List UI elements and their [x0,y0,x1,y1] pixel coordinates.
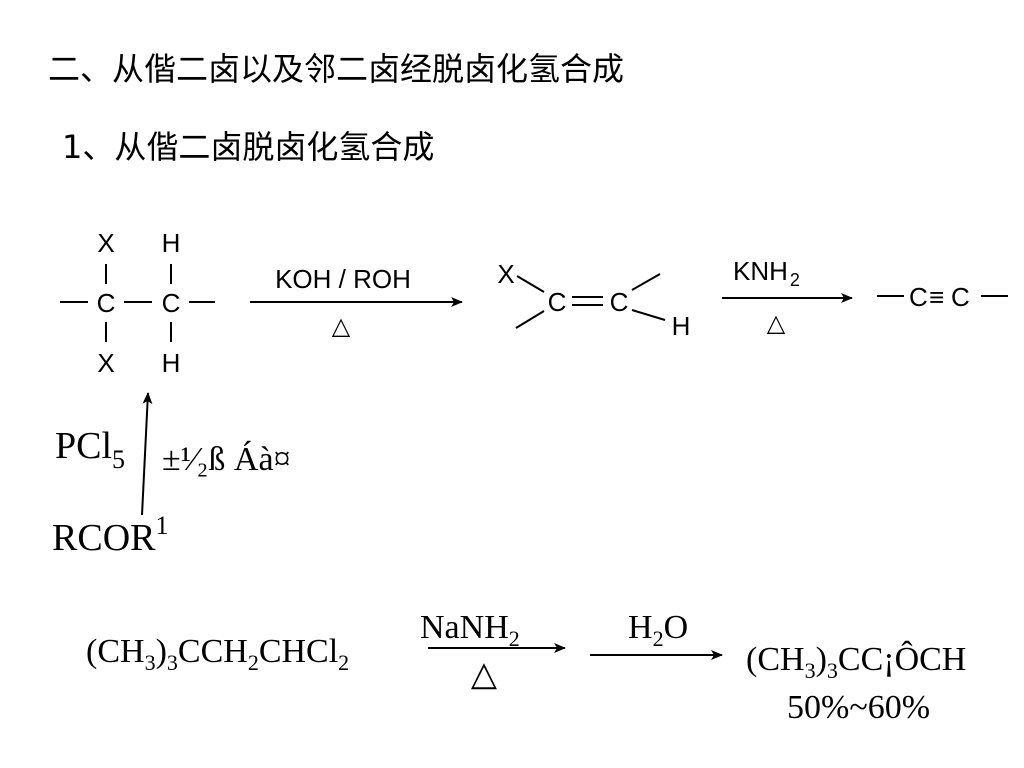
bond-x-c [516,275,545,293]
alkyne-triple-bond: ≡ [929,282,944,312]
scheme2-yield: 50%~60% [787,689,930,726]
garbled-note: ±¹⁄₂ß Áà¤ [162,441,291,478]
dihalide-bottom-h: H [162,348,181,378]
reactant-sub-4: 2 [338,650,349,675]
section-heading: 二、从偕二卤以及邻二卤经脱卤化氢合成 [48,50,625,88]
step2-reagent-subscript: 2 [790,270,800,290]
step2-reagent-main: KNH [733,256,788,286]
vinyl-halide-structure: X C C H [497,259,690,341]
vinyl-carbon-1: C [548,287,567,317]
vinyl-carbon-2: C [610,287,629,317]
dihalide-carbon-1: C [97,288,116,318]
step1-heat-symbol: △ [332,313,351,340]
dihalide-carbon-2: C [162,288,181,318]
reactant-part-4: CHCl [259,633,338,670]
dihalide-top-h: H [162,228,181,258]
scheme2-product: (CH3)3CC¡ÔCH [746,640,966,683]
vinyl-h: H [672,311,691,341]
ketone-main: RCOR [52,517,156,559]
step1-arrow-group: KOH / ROH △ [250,264,463,340]
scheme2-step1-heat-symbol: △ [471,655,498,693]
dihalide-bottom-x: X [97,348,114,378]
product-part-1: (CH [746,641,805,678]
step2-heat-symbol: △ [767,310,786,337]
pcl5-reagent: PCl5 [55,425,125,474]
pcl5-subscript: 5 [112,445,125,474]
nanh2-main: NaNH [420,609,509,646]
reactant-part-3: CCH [178,633,248,670]
water-subscript: 2 [653,626,664,651]
scheme2-group: (CH3)3CCH2CHCl2 NaNH2 △ H2O (CH3)3CC¡ÔCH… [86,609,966,726]
scheme2-step2-reagent: H2O [628,609,688,651]
reactant-part-1: (CH [86,633,145,670]
alkyne-carbon-2: C [951,282,970,312]
product-sub-1: 3 [805,658,816,683]
subsection-heading: 1、从偕二卤脱卤化氢合成 [62,128,435,166]
product-sub-2: 3 [827,658,838,683]
nanh2-subscript: 2 [509,626,520,651]
dihalide-top-x: X [97,228,114,258]
alkyne-structure: C ≡ C [877,282,1008,312]
scheme2-reactant: (CH3)3CCH2CHCl2 [86,633,349,675]
precursor-arrow [141,392,153,516]
reactant-part-2: ) [156,633,167,670]
ketone-reactant: RCOR1 [52,511,168,559]
reactant-sub-1: 3 [145,650,156,675]
precursor-group: PCl5 ±¹⁄₂ß Áà¤ RCOR1 [52,392,291,559]
step1-reagent: KOH / ROH [275,264,411,294]
water-tail: O [664,609,689,646]
reactant-sub-2: 3 [167,650,178,675]
pcl5-main: PCl [55,425,112,467]
bond-c-h [631,309,666,321]
geminal-dihalide-structure: X H C C X H [60,228,215,378]
vinyl-x: X [497,259,514,289]
ketone-superscript: 1 [155,511,168,540]
scheme2-step1-reagent: NaNH2 [420,609,520,651]
reactant-sub-3: 2 [248,650,259,675]
product-part-3: CC¡ÔCH [838,640,966,678]
product-part-2: ) [816,641,827,678]
alkyne-carbon-1: C [909,282,928,312]
water-main: H [628,609,653,646]
bond-left-lower [515,310,545,329]
bond-right-upper [631,273,661,291]
